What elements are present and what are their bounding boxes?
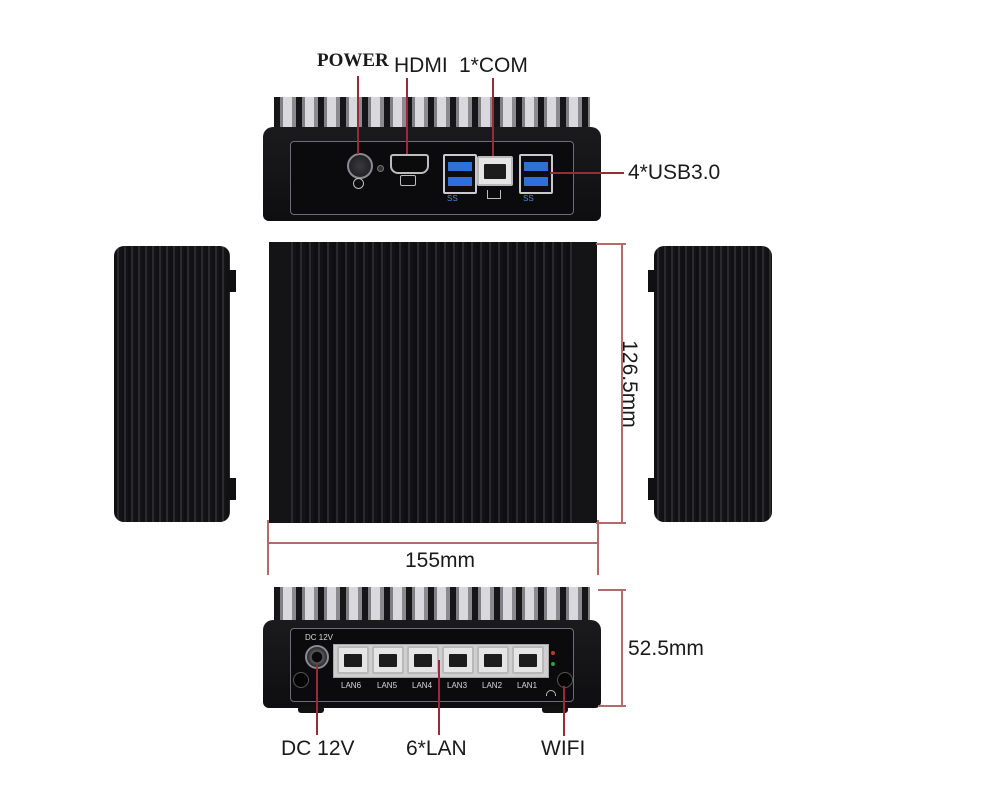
hdmi-port[interactable] [390,154,429,174]
height-dimension-tick-top [598,589,626,591]
lan-port-5[interactable] [372,646,404,674]
length-dimension-tick-right [597,520,599,575]
lan-port-label-4: LAN4 [412,681,433,690]
lan-port-3[interactable] [442,646,474,674]
dc-label: DC 12V [281,737,355,760]
usb-logo-right: SS [523,194,534,203]
power-callout-line [357,76,359,154]
lan-label: 6*LAN [406,737,467,760]
wifi-antenna-hole [557,672,573,688]
height-label: 52.5mm [628,637,704,660]
top-view-heatsink [269,242,597,523]
lan-port-label-3: LAN3 [447,681,468,690]
width-label: 126.5mm [618,340,641,428]
side-left-tab [229,270,236,292]
usb-logo-left: SS [447,194,458,203]
network-icon [487,190,501,199]
power-icon [353,178,364,189]
width-dimension-line [621,243,623,523]
lan-port-6[interactable] [337,646,369,674]
lan-port-label-6: LAN6 [341,681,362,690]
lan-port-label-2: LAN2 [482,681,503,690]
com-port[interactable] [477,156,513,186]
lan-port-1[interactable] [512,646,544,674]
usb-callout-line [550,172,624,174]
side-left-tab-bottom [229,478,236,500]
hdmi-icon [400,175,416,186]
usb-port-2[interactable] [519,154,553,194]
power-button[interactable] [347,153,373,179]
led-green [551,662,555,666]
side-right-tab [648,270,655,292]
lan-port-4[interactable] [407,646,439,674]
height-dimension-line [621,589,623,706]
dc-print-label: DC 12V [305,633,334,642]
rear-foot-left [298,706,324,713]
antenna-hole-left [293,672,309,688]
usb-label: 4*USB3.0 [628,161,721,184]
hdmi-label: HDMI [394,54,448,77]
com-callout-line [492,78,494,156]
usb-port-1[interactable] [443,154,477,194]
wifi-callout-line [563,686,565,736]
width-dimension-tick-bottom [596,522,626,524]
length-dimension-line [268,542,598,544]
lan-callout-line [438,660,440,735]
height-dimension-tick-bottom [598,705,626,707]
length-dimension-tick-left [267,520,269,575]
led-red [551,651,555,655]
length-label: 155mm [405,549,476,572]
side-right-tab-bottom [648,478,655,500]
wifi-icon [546,690,556,696]
wifi-label: WIFI [541,737,586,760]
status-led [377,165,384,172]
power-label: POWER [317,50,389,71]
rear-foot-right [542,706,568,713]
com-label: 1*COM [459,54,528,77]
dc-callout-line [316,665,318,735]
hdmi-callout-line [406,78,408,154]
side-view-right [654,246,772,522]
width-dimension-tick-top [596,243,626,245]
lan-port-label-1: LAN1 [517,681,538,690]
lan-port-2[interactable] [477,646,509,674]
lan-port-label-5: LAN5 [377,681,398,690]
side-view-left [114,246,230,522]
